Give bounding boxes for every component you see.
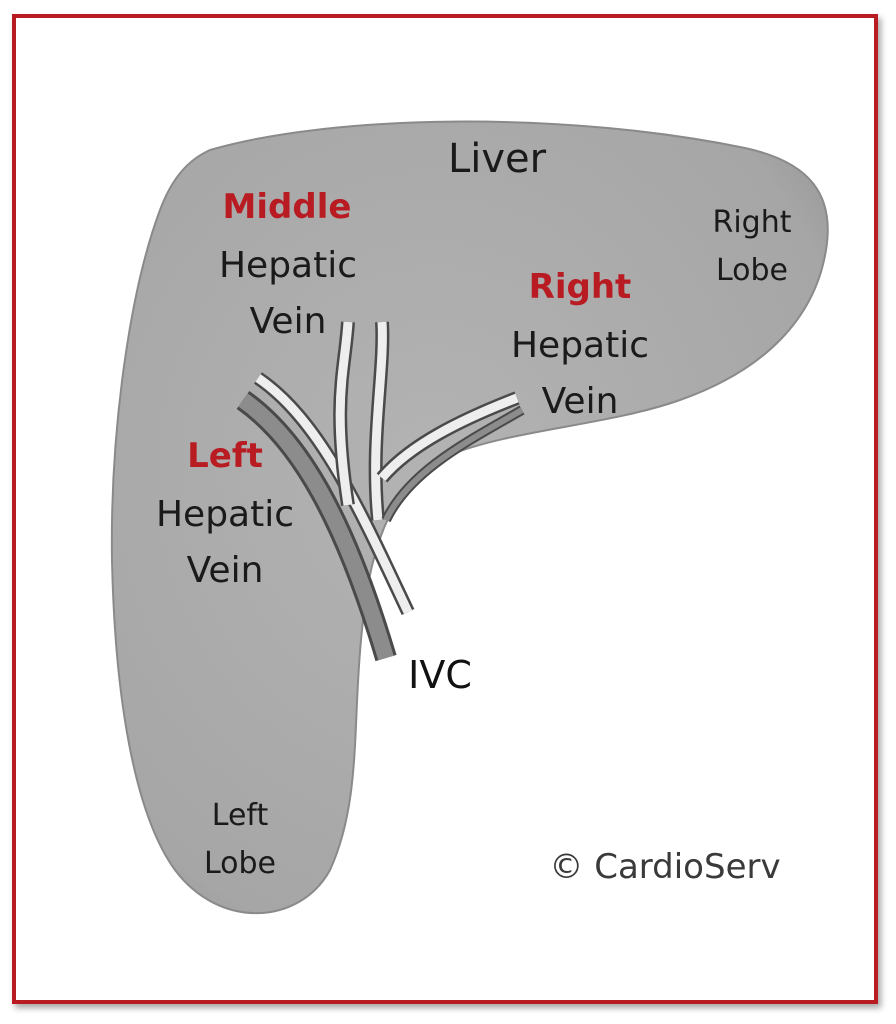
left-lobe-label-line2: Lobe <box>204 846 276 881</box>
middle-vein-name: Middle <box>223 187 352 227</box>
right-vein-line2: Hepatic <box>511 325 649 366</box>
right-vein-name: Right <box>529 267 632 307</box>
left-vein-line2: Hepatic <box>156 494 294 535</box>
middle-vein-line3: Vein <box>250 301 327 342</box>
liver-label: Liver <box>448 136 547 182</box>
right-lobe-label-line2: Lobe <box>716 253 788 288</box>
left-lobe-label-line1: Left <box>212 798 269 833</box>
middle-vein-line2: Hepatic <box>219 245 357 286</box>
ivc-label: IVC <box>408 653 472 697</box>
right-hepatic-vein <box>376 391 525 523</box>
left-vein-name: Left <box>187 436 263 476</box>
middle-hepatic-vein <box>333 321 390 521</box>
right-vein-line3: Vein <box>542 381 619 422</box>
left-vein-line3: Vein <box>187 550 264 591</box>
copyright-label: © CardioServ <box>549 847 780 887</box>
right-lobe-label-line1: Right <box>713 205 792 240</box>
